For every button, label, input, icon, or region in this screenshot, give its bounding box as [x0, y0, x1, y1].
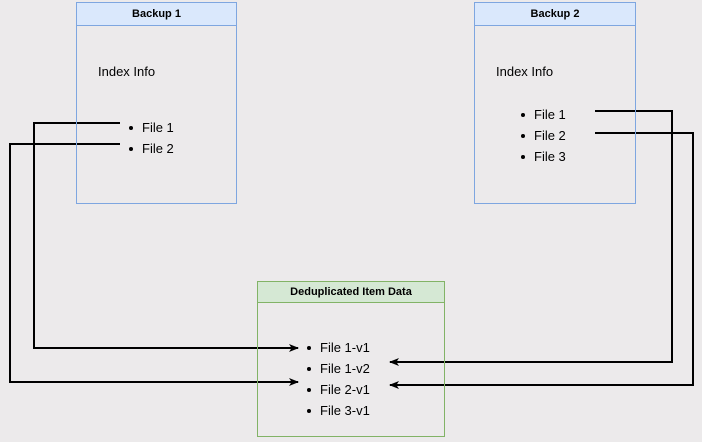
list-item[interactable]: File 1-v1	[304, 337, 370, 358]
list-item[interactable]: File 1	[126, 117, 174, 138]
box-deduplicated-item-data[interactable]: Deduplicated Item Data File 1-v1 File 1-…	[257, 281, 445, 437]
backup1-file-list: File 1 File 2	[126, 117, 174, 159]
list-item[interactable]: File 3	[518, 146, 566, 167]
list-item[interactable]: File 1-v2	[304, 358, 370, 379]
list-item[interactable]: File 2-v1	[304, 379, 370, 400]
box-backup2[interactable]: Backup 2 Index Info File 1 File 2 File 3	[474, 2, 636, 204]
box-backup2-body	[474, 26, 636, 204]
box-dedup-title: Deduplicated Item Data	[257, 281, 445, 303]
box-backup2-title: Backup 2	[474, 2, 636, 26]
box-dedup-body	[257, 303, 445, 437]
box-backup1-body	[76, 26, 237, 204]
list-item[interactable]: File 2	[126, 138, 174, 159]
box-backup1-title: Backup 1	[76, 2, 237, 26]
backup2-file-list: File 1 File 2 File 3	[518, 104, 566, 167]
list-item[interactable]: File 3-v1	[304, 400, 370, 421]
list-item[interactable]: File 2	[518, 125, 566, 146]
box-backup1[interactable]: Backup 1 Index Info File 1 File 2	[76, 2, 237, 204]
backup2-index-info-label: Index Info	[496, 64, 554, 79]
backup1-index-info-label: Index Info	[98, 64, 156, 79]
list-item[interactable]: File 1	[518, 104, 566, 125]
dedup-file-list: File 1-v1 File 1-v2 File 2-v1 File 3-v1	[304, 337, 370, 421]
